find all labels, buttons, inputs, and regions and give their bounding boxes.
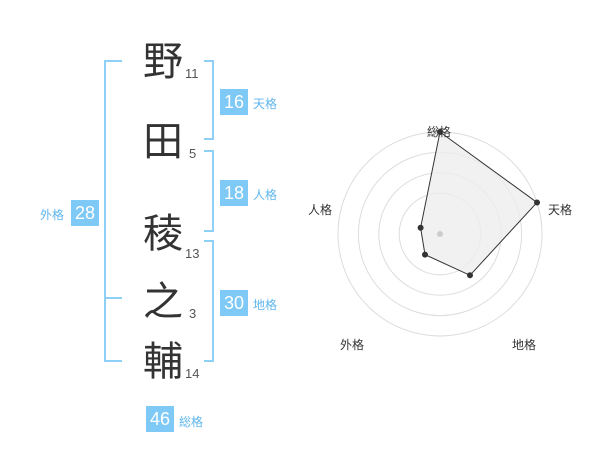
name-char-3: 稜	[143, 211, 183, 257]
chikaku-label: 地格	[253, 298, 278, 312]
tenkaku-score: 16	[220, 89, 248, 115]
stroke-count-5: 14	[185, 366, 200, 381]
radar-polygon	[420, 131, 538, 276]
radar-point-1	[437, 129, 443, 135]
radar-point-3	[466, 272, 473, 279]
tenkaku-bracket	[204, 60, 214, 140]
radar-axis-label-soukaku: 総格	[427, 125, 452, 139]
tenkaku-label: 天格	[253, 97, 278, 111]
radar-center-dot	[437, 231, 443, 237]
stroke-count-4: 3	[189, 306, 197, 321]
radar-points	[417, 129, 541, 279]
jinkaku-score: 18	[220, 180, 248, 206]
radar-axis-label-jinkaku: 人格	[308, 203, 333, 217]
stroke-count-1: 11	[185, 66, 199, 81]
radar-chart	[337, 129, 543, 337]
gaikaku-score: 28	[71, 200, 99, 226]
name-char-1: 野	[143, 39, 183, 85]
radar-point-2	[534, 199, 541, 206]
gaikaku-bracket-divider	[104, 297, 122, 299]
radar-axis-label-chikaku: 地格	[512, 338, 537, 352]
radar-axis-label-tenkaku: 天格	[548, 203, 573, 217]
radar-point-5	[417, 224, 424, 231]
radar-point-4	[422, 251, 429, 258]
name-char-5: 輔	[143, 339, 183, 385]
soukaku-score: 46	[146, 406, 174, 432]
name-char-4: 之	[143, 279, 183, 325]
gaikaku-bracket	[104, 60, 122, 362]
jinkaku-bracket	[204, 150, 214, 232]
chikaku-bracket	[204, 240, 214, 362]
radar-axis-label-gaikaku: 外格	[340, 338, 365, 352]
chikaku-score: 30	[220, 290, 248, 316]
gaikaku-label: 外格	[40, 208, 65, 222]
stroke-count-2: 5	[189, 146, 197, 161]
jinkaku-label: 人格	[253, 188, 278, 202]
name-char-2: 田	[143, 119, 183, 165]
stroke-count-3: 13	[185, 246, 200, 261]
soukaku-label: 総格	[179, 415, 204, 429]
